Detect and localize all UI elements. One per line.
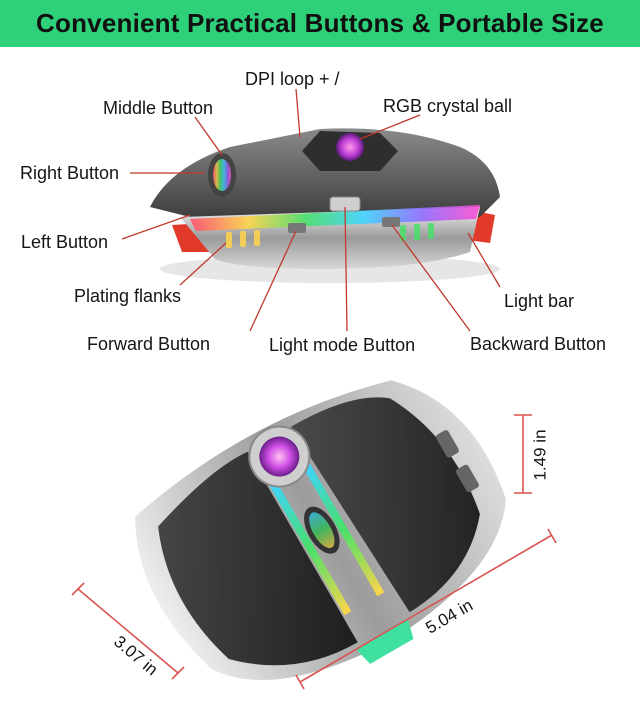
callout-light-bar: Light bar <box>504 291 575 311</box>
callout-middle-button: Middle Button <box>103 98 214 118</box>
title-banner: Convenient Practical Buttons & Portable … <box>0 0 640 47</box>
side-view-panel: DPI loop + / Middle Button RGB crystal b… <box>0 47 640 357</box>
callout-backward-button: Backward Button <box>470 334 607 354</box>
side-view-illustration <box>121 88 501 332</box>
callout-right-button: Right Button <box>20 163 120 183</box>
callout-rgb-crystal-ball: RGB crystal ball <box>383 96 513 116</box>
callout-left-button: Left Button <box>21 232 109 252</box>
banner-title: Convenient Practical Buttons & Portable … <box>36 8 604 38</box>
callout-forward-button: Forward Button <box>87 334 211 354</box>
dimension-height: 1.49 in <box>530 429 550 481</box>
callout-plating-flanks: Plating flanks <box>74 286 182 306</box>
top-view-panel: 1.49 in 5.04 in 3.07 in <box>0 357 640 711</box>
callout-light-mode-button: Light mode Button <box>269 335 416 355</box>
callout-dpi-loop: DPI loop + / <box>245 69 340 89</box>
top-view-illustration <box>71 380 557 690</box>
